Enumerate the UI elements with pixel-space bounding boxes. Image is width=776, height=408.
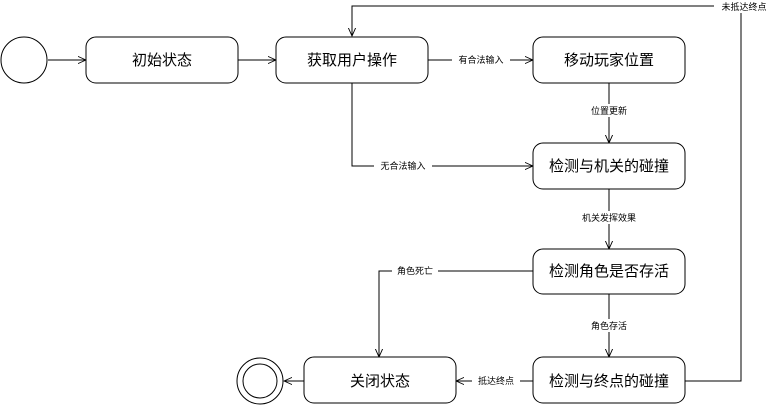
node-goal: 检测与终点的碰撞 [532, 356, 686, 404]
node-move: 移动玩家位置 [532, 36, 686, 84]
svg-text:机关发挥效果: 机关发挥效果 [582, 212, 636, 224]
edge-label-dead: 角色死亡 [392, 264, 438, 277]
svg-text:角色存活: 角色存活 [591, 320, 627, 332]
edge-alive-to-close [379, 270, 533, 357]
svg-text:检测与终点的碰撞: 检测与终点的碰撞 [549, 372, 669, 390]
start-state [0, 36, 48, 84]
edge-label-position-update: 位置更新 [585, 104, 633, 117]
end-state [236, 357, 284, 405]
node-input: 获取用户操作 [275, 36, 429, 84]
svg-text:检测与机关的碰撞: 检测与机关的碰撞 [549, 157, 669, 175]
svg-text:无合法输入: 无合法输入 [380, 160, 425, 172]
svg-text:有合法输入: 有合法输入 [458, 54, 503, 66]
svg-text:关闭状态: 关闭状态 [350, 372, 410, 390]
node-close: 关闭状态 [303, 356, 457, 404]
svg-text:获取用户操作: 获取用户操作 [307, 51, 397, 69]
svg-text:初始状态: 初始状态 [132, 51, 192, 69]
node-trap: 检测与机关的碰撞 [532, 142, 686, 190]
svg-text:移动玩家位置: 移动玩家位置 [564, 51, 654, 69]
svg-text:检测角色是否存活: 检测角色是否存活 [549, 262, 669, 280]
node-alive: 检测角色是否存活 [532, 248, 686, 295]
edge-label-trap-effect: 机关发挥效果 [574, 211, 644, 224]
svg-text:位置更新: 位置更新 [591, 105, 627, 117]
node-init: 初始状态 [85, 36, 239, 84]
edge-label-reached: 抵达终点 [472, 374, 520, 387]
edge-label-not-reached: 未抵达终点 [714, 0, 774, 13]
svg-text:抵达终点: 抵达终点 [478, 375, 514, 387]
edge-label-valid-input: 有合法输入 [452, 53, 510, 66]
svg-text:未抵达终点: 未抵达终点 [721, 1, 766, 13]
edge-label-no-valid-input: 无合法输入 [374, 159, 432, 172]
edge-label-alive: 角色存活 [585, 319, 633, 332]
edge-input-to-trap [351, 83, 533, 166]
svg-text:角色死亡: 角色死亡 [397, 265, 433, 277]
